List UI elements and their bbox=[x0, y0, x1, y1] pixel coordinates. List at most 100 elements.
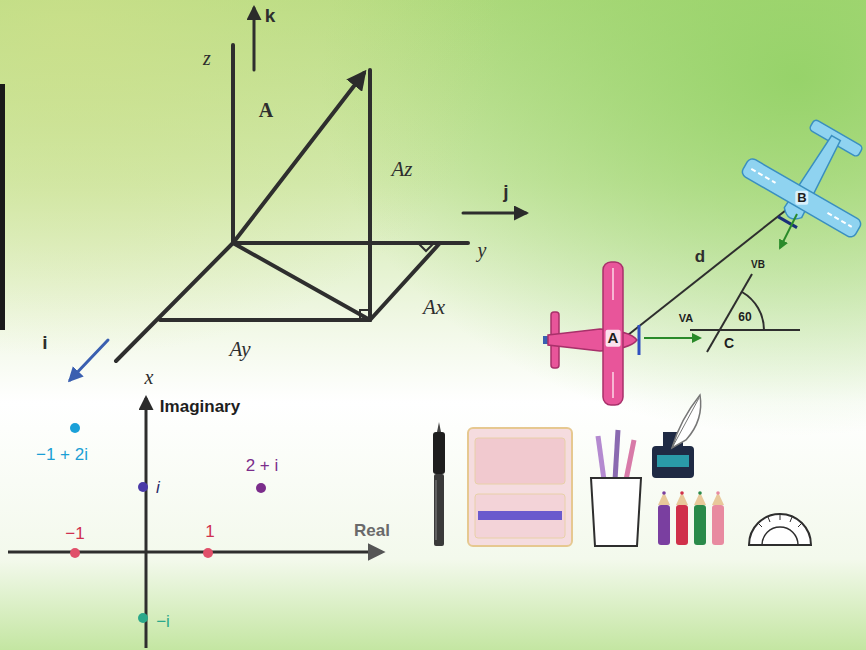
complex-plane bbox=[203, 548, 213, 558]
colored-pencils bbox=[712, 492, 724, 505]
vector-3d-diagram bbox=[231, 45, 235, 243]
complex-number-label: −i bbox=[156, 613, 170, 632]
airplane-problem bbox=[543, 100, 866, 405]
protractor bbox=[749, 514, 811, 545]
colored-pencils bbox=[676, 492, 688, 505]
complex-plane bbox=[8, 551, 382, 554]
pencil-cup bbox=[615, 430, 618, 480]
complex-number-label: i bbox=[156, 479, 160, 498]
vector-3d-diagram bbox=[418, 243, 434, 251]
complex-number-label: 2 + i bbox=[246, 457, 279, 476]
pencil-cup bbox=[591, 430, 641, 546]
vector-3d-diagram bbox=[463, 212, 526, 215]
component-label: Az bbox=[392, 158, 413, 181]
airplane-problem bbox=[690, 329, 800, 331]
velocity-label: VA bbox=[679, 312, 693, 324]
complex-plane bbox=[70, 548, 80, 558]
complex-plane bbox=[8, 398, 382, 648]
pencil-cup bbox=[591, 478, 641, 546]
complex-plane bbox=[138, 613, 148, 623]
pencil-case bbox=[468, 428, 572, 546]
vector-3d-diagram bbox=[360, 310, 370, 320]
colored-pencils bbox=[676, 505, 688, 545]
protractor bbox=[758, 523, 762, 527]
complex-number-label: −1 + 2i bbox=[36, 446, 88, 465]
airplane-problem bbox=[707, 274, 752, 352]
protractor bbox=[762, 527, 798, 545]
protractor bbox=[790, 517, 792, 522]
airplane-problem bbox=[780, 214, 797, 248]
airplane-a bbox=[603, 262, 623, 405]
complex-number-label: −1 bbox=[65, 525, 84, 544]
colored-pencils bbox=[694, 505, 706, 545]
airplane-b bbox=[731, 100, 866, 254]
unit-vector-label: j bbox=[503, 182, 508, 203]
airplane-a bbox=[612, 268, 614, 300]
axis-title: Real bbox=[354, 522, 390, 541]
pencil-case bbox=[478, 511, 562, 520]
airplane-a bbox=[543, 262, 639, 405]
background bbox=[0, 84, 5, 330]
pencil-case bbox=[475, 438, 565, 484]
colored-pencils bbox=[658, 492, 670, 505]
velocity-label: VB bbox=[751, 259, 765, 270]
component-label: Ay bbox=[230, 338, 251, 361]
protractor bbox=[798, 523, 802, 527]
protractor bbox=[749, 514, 811, 545]
airplane-problem bbox=[628, 203, 795, 335]
pencil-case bbox=[468, 428, 572, 546]
protractor bbox=[768, 517, 770, 522]
airplane-label: A bbox=[606, 330, 621, 347]
complex-plane bbox=[145, 398, 148, 648]
colored-pencils bbox=[680, 491, 684, 495]
protractor bbox=[780, 514, 781, 520]
fineliner-pen bbox=[436, 480, 437, 540]
component-label: Ax bbox=[423, 296, 445, 319]
distance-label: d bbox=[695, 248, 705, 267]
pencil-case bbox=[475, 494, 565, 538]
complex-number-label: 1 bbox=[205, 523, 214, 542]
fineliner-pen bbox=[437, 422, 441, 432]
fineliner-pen bbox=[434, 474, 444, 546]
colored-pencils bbox=[658, 491, 724, 545]
vector-3d-diagram bbox=[253, 8, 256, 70]
vector-3d-diagram bbox=[233, 73, 364, 243]
colored-pencils bbox=[694, 492, 706, 505]
stationery bbox=[433, 395, 811, 546]
airplane-b bbox=[827, 213, 851, 227]
airplane-problem bbox=[644, 337, 700, 339]
airplane-b bbox=[751, 169, 775, 183]
airplane-label: B bbox=[795, 191, 808, 205]
colored-pencils bbox=[698, 491, 702, 495]
colored-pencils bbox=[662, 491, 666, 495]
airplane-a bbox=[612, 372, 614, 398]
complex-plane bbox=[70, 423, 80, 433]
ink-bottle bbox=[652, 446, 694, 478]
ink-bottle bbox=[672, 398, 699, 448]
pencil-cup bbox=[598, 436, 604, 480]
pencil-cup bbox=[626, 440, 634, 480]
unit-vector-label: i bbox=[42, 333, 47, 354]
airplane-a bbox=[638, 325, 641, 355]
ink-bottle bbox=[652, 395, 701, 478]
fineliner-pen bbox=[433, 432, 445, 474]
angle-label: 60 bbox=[738, 311, 751, 324]
vector-3d-diagram bbox=[160, 318, 370, 322]
vector-3d-diagram bbox=[116, 243, 233, 361]
axis-title: Imaginary bbox=[160, 398, 240, 417]
unit-vector-label: k bbox=[265, 6, 276, 27]
vector-3d-diagram bbox=[70, 8, 526, 380]
axis-label: z bbox=[203, 47, 211, 69]
point-label: C bbox=[724, 336, 734, 351]
vector-3d-diagram bbox=[368, 70, 372, 320]
vector-3d-diagram bbox=[70, 340, 108, 380]
ink-bottle bbox=[657, 455, 689, 467]
fineliner-pen bbox=[433, 422, 445, 546]
colored-pencils bbox=[658, 505, 670, 545]
colored-pencils bbox=[716, 491, 720, 495]
